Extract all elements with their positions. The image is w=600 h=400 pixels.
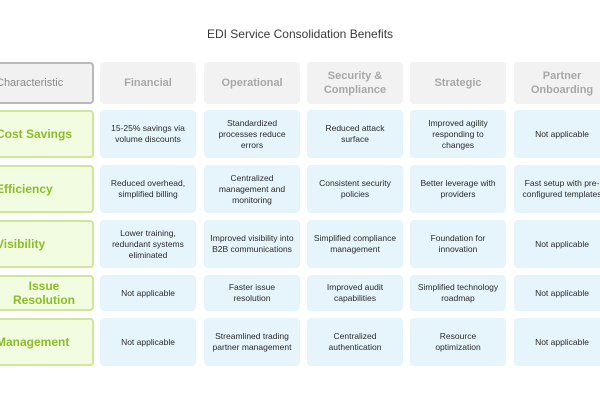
table-cell: Better leverage with providers [410, 165, 506, 213]
table-cell: Not applicable [514, 220, 600, 268]
table-cell: 15-25% savings via volume discounts [100, 110, 196, 158]
table-cell: Faster issue resolution [204, 275, 300, 311]
table-cell: Simplified technology roadmap [410, 275, 506, 311]
table-cell: Improved audit capabilities [307, 275, 403, 311]
row-header-efficiency: Efficiency [0, 165, 94, 213]
column-header-financial: Financial [100, 62, 196, 104]
corner-header: Characteristic [0, 62, 94, 104]
table-cell: Improved agility responding to changes [410, 110, 506, 158]
row-header-visibility: Visibility [0, 220, 94, 268]
table-cell: Simplified compliance management [307, 220, 403, 268]
column-header-partner-onboarding: Partner Onboarding [514, 62, 600, 104]
table-cell: Centralized management and monitoring [204, 165, 300, 213]
table-cell: Lower training, redundant systems elimin… [100, 220, 196, 268]
table-cell: Foundation for innovation [410, 220, 506, 268]
column-header-strategic: Strategic [410, 62, 506, 104]
diagram-title: EDI Service Consolidation Benefits [206, 27, 394, 41]
table-cell: Standardized processes reduce errors [204, 110, 300, 158]
row-header-cost-savings: Cost Savings [0, 110, 94, 158]
table-cell: Centralized authentication [307, 318, 403, 366]
row-header-management: Management [0, 318, 94, 366]
row-header-issue-resolution: Issue Resolution [0, 275, 94, 311]
table-cell: Fast setup with pre-configured templates [514, 165, 600, 213]
table-cell: Reduced attack surface [307, 110, 403, 158]
column-header-security-compliance: Security & Compliance [307, 62, 403, 104]
table-cell: Not applicable [100, 275, 196, 311]
table-cell: Not applicable [514, 110, 600, 158]
table-cell: Not applicable [100, 318, 196, 366]
table-cell: Streamlined trading partner management [204, 318, 300, 366]
table-cell: Consistent security policies [307, 165, 403, 213]
table-cell: Not applicable [514, 275, 600, 311]
table-cell: Reduced overhead, simplified billing [100, 165, 196, 213]
table-cell: Resource optimization [410, 318, 506, 366]
table-cell: Improved visibility into B2B communicati… [204, 220, 300, 268]
column-header-operational: Operational [204, 62, 300, 104]
table-cell: Not applicable [514, 318, 600, 366]
